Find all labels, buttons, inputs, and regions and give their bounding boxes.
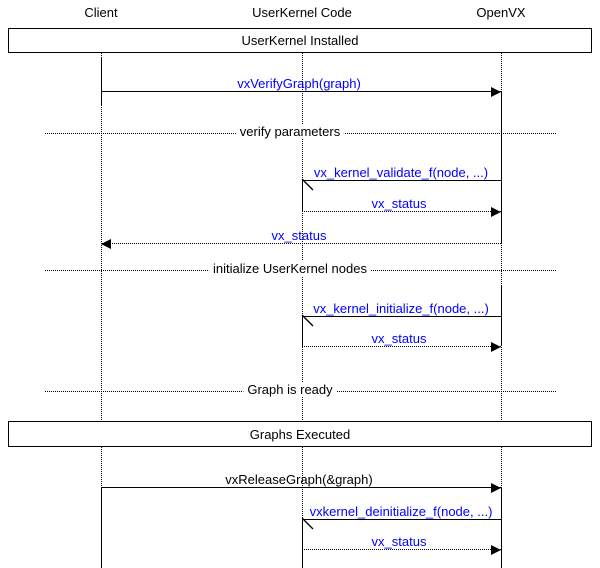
vx-release-graph-message-label: vxReleaseGraph(&graph)	[225, 472, 373, 487]
vx-verify-graph-message-label: vxVerifyGraph(graph)	[237, 76, 361, 91]
vx-status-initialize-return-message-arrowhead-icon	[491, 342, 501, 352]
openvx-activation-initialize	[501, 285, 502, 346]
vx-verify-graph-message-line	[101, 91, 501, 92]
vx-kernel-validate-f-message-line	[302, 180, 501, 181]
userkernel-installed-frame: UserKernel Installed	[8, 28, 592, 53]
participant-label-client: Client	[84, 5, 118, 20]
vx-status-deinitialize-return-message-label: vx_status	[371, 534, 427, 549]
userkernel-activation-validate	[302, 180, 303, 211]
vxkernel-deinitialize-f-message-arrowhead-icon	[301, 517, 314, 530]
participant-label-openvx: OpenVX	[476, 5, 526, 20]
vxkernel-deinitialize-f-message-line	[302, 519, 501, 520]
vx-status-validate-return-message-arrowhead-icon	[491, 207, 501, 217]
vx-release-graph-message-line	[101, 487, 501, 488]
vx-status-verify-return-message-label: vx_status	[271, 228, 327, 243]
vx-kernel-validate-f-message-arrowhead-icon	[301, 178, 314, 191]
verify-parameters-divider-label: verify parameters	[235, 124, 345, 139]
client-lifeline-segment	[101, 53, 102, 568]
vx-status-verify-return-message-arrowhead-icon	[101, 239, 111, 249]
vx-kernel-initialize-f-message-line	[302, 316, 501, 317]
vx-status-initialize-return-message-line	[302, 346, 501, 347]
vx-status-validate-return-message-label: vx_status	[371, 196, 427, 211]
vx-kernel-validate-f-message-label: vx_kernel_validate_f(node, ...)	[313, 165, 489, 180]
vxkernel-deinitialize-f-message-label: vxkernel_deinitialize_f(node, ...)	[309, 504, 493, 519]
vx-status-deinitialize-return-message-arrowhead-icon	[491, 545, 501, 555]
graphs-executed-frame: Graphs Executed	[8, 421, 592, 447]
graph-ready-divider-label: Graph is ready	[243, 382, 337, 397]
userkernel-installed-frame-label: UserKernel Installed	[241, 33, 359, 48]
vx-status-deinitialize-return-message-line	[302, 549, 501, 550]
participant-label-userkernel-code: UserKernel Code	[252, 5, 352, 20]
userkernel-lifeline-segment	[302, 53, 303, 568]
initialize-nodes-divider-label: initialize UserKernel nodes	[209, 261, 371, 276]
openvx-activation-release	[501, 487, 502, 568]
vx-kernel-initialize-f-message-label: vx_kernel_initialize_f(node, ...)	[313, 301, 489, 316]
client-activation-verify	[101, 57, 102, 105]
vx-verify-graph-message-arrowhead-icon	[491, 87, 501, 97]
client-activation-release	[101, 487, 102, 568]
vx-status-validate-return-message-line	[302, 211, 501, 212]
vx-status-initialize-return-message-label: vx_status	[371, 331, 427, 346]
vx-status-verify-return-message-line	[101, 243, 501, 244]
vx-kernel-initialize-f-message-arrowhead-icon	[301, 314, 314, 327]
userkernel-activation-deinit	[302, 519, 303, 568]
openvx-activation-verify	[501, 91, 502, 243]
vx-release-graph-message-arrowhead-icon	[491, 483, 501, 493]
graphs-executed-frame-label: Graphs Executed	[249, 426, 351, 442]
userkernel-activation-initialize	[302, 316, 303, 346]
